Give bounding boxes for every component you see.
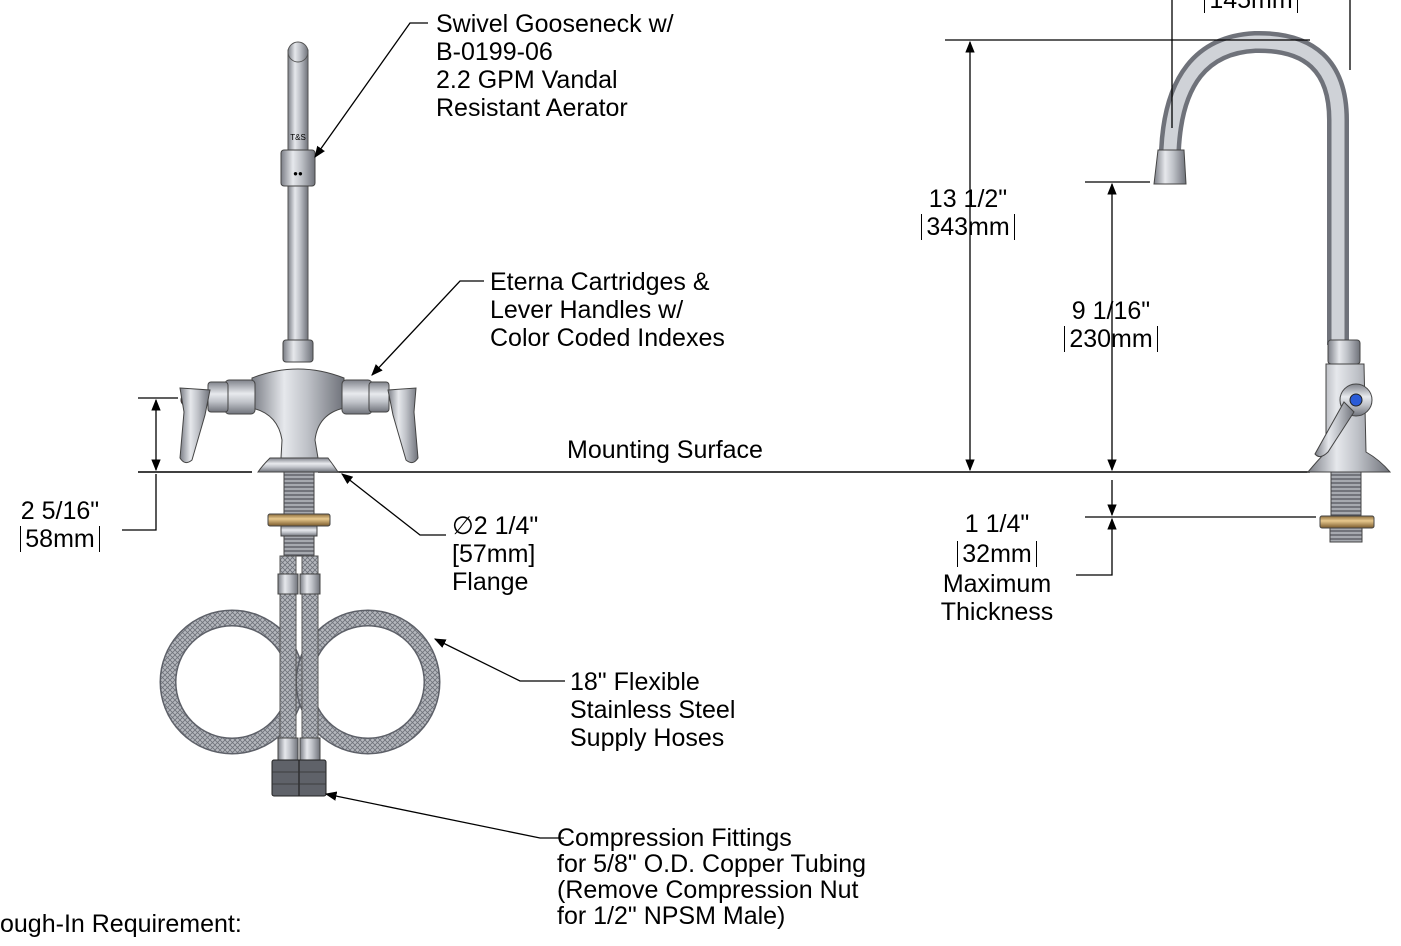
gooseneck-tube — [287, 49, 309, 343]
diameter-symbol: ∅ — [452, 512, 474, 540]
aerator-collar — [280, 149, 316, 187]
leader-lines — [314, 22, 565, 839]
dimension-lines — [122, 0, 1351, 576]
max-thickness-metric: 32mm — [957, 541, 1037, 567]
flange-label: Flange — [452, 568, 529, 596]
side-brass-locknut — [1319, 515, 1375, 529]
overall-height-metric: 343mm — [921, 214, 1015, 240]
spout-height-metric: 230mm — [1064, 326, 1158, 352]
rough-in-label: ough-In Requirement: — [0, 910, 242, 938]
fittings-callout: Compression Fittings for 5/8" O.D. Coppe… — [557, 825, 866, 929]
top-metric-value: 145mm — [1204, 0, 1298, 13]
svg-text:●●: ●● — [293, 169, 303, 178]
flange-metric: [57mm] — [452, 540, 536, 568]
handle-height-imperial: 2 5/16" — [20, 497, 100, 525]
flange-size: 2 1/4" — [473, 512, 539, 540]
mounting-surface-label: Mounting Surface — [567, 436, 763, 464]
right-lever-handle — [387, 387, 419, 464]
gooseneck-line-1: Swivel Gooseneck w/ — [436, 10, 674, 38]
gooseneck-callout: Swivel Gooseneck w/ B-0199-06 2.2 GPM Va… — [436, 10, 674, 122]
spout-height-dimension: 9 1/16" 230mm — [1036, 297, 1186, 353]
max-thickness-label-1: Maximum — [942, 570, 1052, 598]
aerator-outlet — [1153, 149, 1187, 185]
fittings-line-4: for 1/2" NPSM Male) — [557, 902, 786, 930]
hoses-line-1: 18" Flexible — [570, 668, 700, 696]
faucet-front-view: T&S ●● — [159, 41, 441, 797]
faucet-body — [251, 368, 345, 459]
gooseneck-line-4: Resistant Aerator — [436, 94, 628, 122]
flange-callout: ∅2 1/4" [57mm] Flange — [452, 512, 538, 596]
gooseneck-arc — [1159, 30, 1349, 345]
fittings-line-1: Compression Fittings — [557, 824, 792, 852]
gooseneck-line-3: 2.2 GPM Vandal — [436, 66, 618, 94]
threaded-shank — [283, 471, 315, 515]
cartridges-line-3: Color Coded Indexes — [490, 324, 725, 352]
left-lever-handle — [179, 387, 211, 464]
faucet-side-view — [1153, 30, 1392, 543]
side-cold-index — [1349, 393, 1363, 407]
cartridges-line-1: Eterna Cartridges & — [490, 268, 710, 296]
cartridges-line-2: Lever Handles w/ — [490, 296, 684, 324]
gooseneck-line-2: B-0199-06 — [436, 38, 553, 66]
spout-height-imperial: 9 1/16" — [1071, 297, 1151, 325]
fittings-line-2: for 5/8" O.D. Copper Tubing — [557, 850, 867, 878]
side-lever — [1314, 401, 1355, 458]
top-metric-dimension: 145mm — [1176, 0, 1326, 14]
handle-height-metric: 58mm — [20, 526, 100, 552]
max-thickness-imperial: 1 1/4" — [964, 510, 1030, 538]
cartridges-callout: Eterna Cartridges & Lever Handles w/ Col… — [490, 268, 725, 352]
overall-height-imperial: 13 1/2" — [928, 185, 1008, 213]
svg-text:T&S: T&S — [290, 133, 306, 142]
handle-height-dimension: 2 5/16" 58mm — [0, 497, 120, 553]
max-thickness-label-2: Thickness — [940, 598, 1054, 626]
hoses-callout: 18" Flexible Stainless Steel Supply Hose… — [570, 668, 735, 752]
brass-locknut — [267, 513, 331, 527]
overall-height-dimension: 13 1/2" 343mm — [893, 185, 1043, 241]
hoses-line-3: Supply Hoses — [570, 724, 725, 752]
fittings-line-3: (Remove Compression Nut — [557, 876, 859, 904]
hoses-line-2: Stainless Steel — [570, 696, 736, 724]
flange — [257, 457, 339, 473]
max-thickness-dimension: 1 1/4" 32mm Maximum Thickness — [922, 510, 1072, 626]
